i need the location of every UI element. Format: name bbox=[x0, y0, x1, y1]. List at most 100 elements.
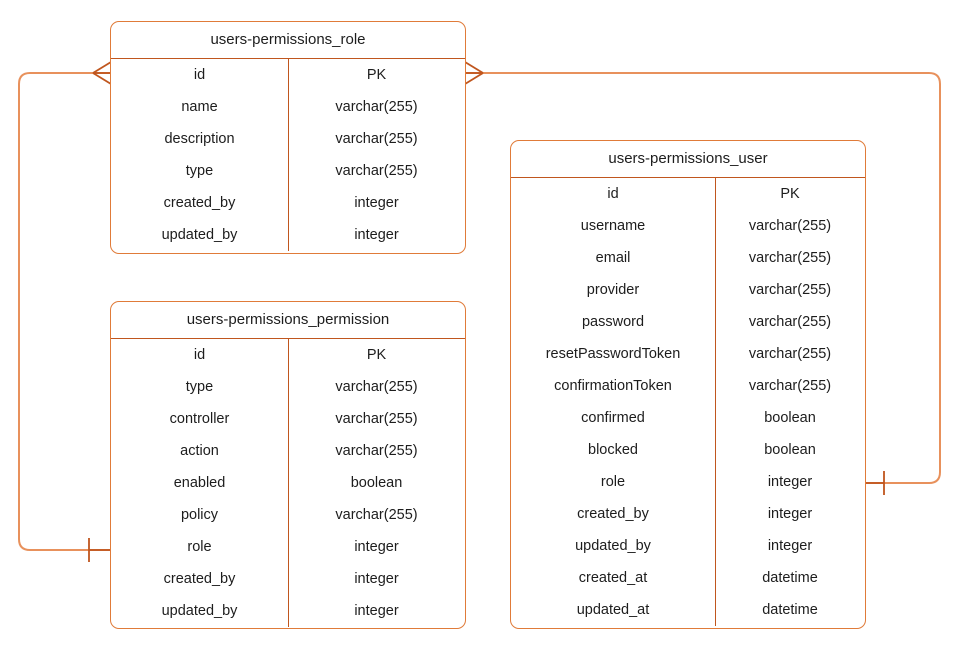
entity-title: users-permissions_role bbox=[111, 22, 465, 59]
field-name: username bbox=[511, 210, 716, 242]
field-type: PK bbox=[780, 186, 800, 202]
table-row[interactable]: id PK bbox=[111, 339, 465, 371]
field-name: provider bbox=[511, 274, 716, 306]
table-row[interactable]: created_by integer bbox=[111, 187, 465, 219]
field-type: varchar(255) bbox=[335, 131, 418, 147]
field-type: integer bbox=[767, 474, 813, 490]
table-row[interactable]: role integer bbox=[111, 531, 465, 563]
field-name: confirmed bbox=[511, 402, 716, 434]
field-type: varchar(255) bbox=[748, 218, 832, 234]
table-row[interactable]: created_by integer bbox=[111, 563, 465, 595]
table-row[interactable]: action varchar(255) bbox=[111, 435, 465, 467]
table-row[interactable]: confirmed boolean bbox=[511, 402, 865, 434]
entity-field-list: id PK name varchar(255) description varc… bbox=[111, 59, 465, 251]
field-name: created_by bbox=[111, 563, 289, 595]
field-type: varchar(255) bbox=[748, 346, 832, 362]
field-name: action bbox=[111, 435, 289, 467]
field-type: integer bbox=[767, 538, 813, 554]
field-type: integer bbox=[354, 227, 399, 243]
field-type: varchar(255) bbox=[748, 378, 832, 394]
table-row[interactable]: resetPasswordToken varchar(255) bbox=[511, 338, 865, 370]
entity-title: users-permissions_user bbox=[511, 141, 865, 178]
field-type: datetime bbox=[762, 570, 818, 586]
table-row[interactable]: email varchar(255) bbox=[511, 242, 865, 274]
entity-users-permissions-user[interactable]: users-permissions_user id PK username va… bbox=[510, 140, 866, 629]
field-type: varchar(255) bbox=[335, 507, 418, 523]
field-name: description bbox=[111, 123, 289, 155]
field-name: updated_at bbox=[511, 594, 716, 626]
field-name: id bbox=[511, 178, 716, 210]
table-row[interactable]: updated_at datetime bbox=[511, 594, 865, 626]
entity-field-list: id PK type varchar(255) controller varch… bbox=[111, 339, 465, 627]
table-row[interactable]: id PK bbox=[511, 178, 865, 210]
crowsfoot-many-role-right bbox=[464, 58, 484, 89]
relationship-line-role-permission bbox=[18, 72, 110, 551]
field-name: role bbox=[511, 466, 716, 498]
table-row[interactable]: policy varchar(255) bbox=[111, 499, 465, 531]
table-row[interactable]: controller varchar(255) bbox=[111, 403, 465, 435]
field-type: varchar(255) bbox=[335, 379, 418, 395]
field-name: updated_by bbox=[111, 595, 289, 627]
entity-field-list: id PK username varchar(255) email varcha… bbox=[511, 178, 865, 626]
field-type: boolean bbox=[764, 410, 816, 426]
entity-users-permissions-permission[interactable]: users-permissions_permission id PK type … bbox=[110, 301, 466, 629]
field-type: integer bbox=[767, 506, 813, 522]
field-type: varchar(255) bbox=[335, 411, 418, 427]
field-type: varchar(255) bbox=[748, 250, 832, 266]
table-row[interactable]: created_at datetime bbox=[511, 562, 865, 594]
field-name: created_by bbox=[111, 187, 289, 219]
field-type: varchar(255) bbox=[335, 163, 418, 179]
field-name: type bbox=[111, 371, 289, 403]
table-row[interactable]: description varchar(255) bbox=[111, 123, 465, 155]
field-type: varchar(255) bbox=[748, 314, 832, 330]
field-type: PK bbox=[366, 67, 387, 83]
field-name: confirmationToken bbox=[511, 370, 716, 402]
table-row[interactable]: blocked boolean bbox=[511, 434, 865, 466]
field-name: id bbox=[111, 339, 289, 371]
entity-title: users-permissions_permission bbox=[111, 302, 465, 339]
field-name: blocked bbox=[511, 434, 716, 466]
field-type: varchar(255) bbox=[335, 99, 418, 115]
field-name: controller bbox=[111, 403, 289, 435]
table-row[interactable]: username varchar(255) bbox=[511, 210, 865, 242]
field-type: datetime bbox=[762, 602, 818, 618]
crowsfoot-one-permission-left bbox=[88, 538, 111, 562]
table-row[interactable]: type varchar(255) bbox=[111, 155, 465, 187]
table-row[interactable]: type varchar(255) bbox=[111, 371, 465, 403]
relationship-line-role-user bbox=[466, 72, 941, 484]
table-row[interactable]: role integer bbox=[511, 466, 865, 498]
field-name: policy bbox=[111, 499, 289, 531]
field-type: boolean bbox=[350, 475, 403, 491]
table-row[interactable]: updated_by integer bbox=[511, 530, 865, 562]
table-row[interactable]: provider varchar(255) bbox=[511, 274, 865, 306]
field-name: enabled bbox=[111, 467, 289, 499]
field-type: PK bbox=[366, 347, 387, 363]
table-row[interactable]: id PK bbox=[111, 59, 465, 91]
field-type: varchar(255) bbox=[748, 282, 832, 298]
field-name: role bbox=[111, 531, 289, 563]
table-row[interactable]: password varchar(255) bbox=[511, 306, 865, 338]
field-name: type bbox=[111, 155, 289, 187]
field-name: created_by bbox=[511, 498, 716, 530]
field-name: updated_by bbox=[511, 530, 716, 562]
field-name: name bbox=[111, 91, 289, 123]
field-type: integer bbox=[354, 603, 399, 619]
field-name: updated_by bbox=[111, 219, 289, 251]
field-type: integer bbox=[354, 539, 399, 555]
field-name: email bbox=[511, 242, 716, 274]
field-name: id bbox=[111, 59, 289, 91]
field-type: varchar(255) bbox=[335, 443, 418, 459]
field-name: password bbox=[511, 306, 716, 338]
table-row[interactable]: created_by integer bbox=[511, 498, 865, 530]
table-row[interactable]: confirmationToken varchar(255) bbox=[511, 370, 865, 402]
crowsfoot-many-role-left bbox=[92, 58, 112, 89]
field-name: created_at bbox=[511, 562, 716, 594]
table-row[interactable]: updated_by integer bbox=[111, 595, 465, 627]
crowsfoot-one-user-right bbox=[866, 471, 885, 495]
field-name: resetPasswordToken bbox=[511, 338, 716, 370]
table-row[interactable]: enabled boolean bbox=[111, 467, 465, 499]
table-row[interactable]: name varchar(255) bbox=[111, 91, 465, 123]
table-row[interactable]: updated_by integer bbox=[111, 219, 465, 251]
entity-users-permissions-role[interactable]: users-permissions_role id PK name varcha… bbox=[110, 21, 466, 254]
